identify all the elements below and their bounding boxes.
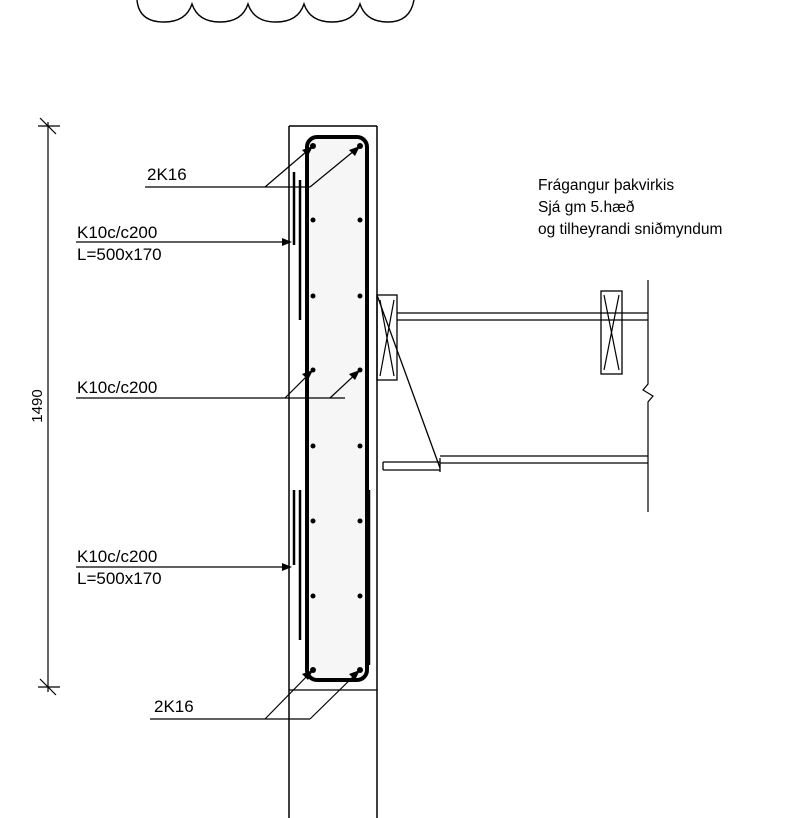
dimension-line [38, 117, 60, 696]
leader-lines [76, 145, 361, 720]
support-block [600, 290, 623, 375]
arrowheads [282, 146, 360, 680]
note-line-3: og tilheyrandi sniðmyndum [538, 221, 722, 238]
label-bottom-bars: 2K16 [154, 697, 194, 716]
longitudinal-bars [292, 172, 371, 665]
label-stirrup-mid: K10c/c200 [77, 378, 157, 397]
steel-connection [376, 294, 441, 472]
label-stirrup-bottom: K10c/c200 [77, 547, 157, 566]
roof-beams [397, 312, 648, 464]
dimension-text: 1490 [29, 389, 46, 422]
label-stirrup-top-shape: L=500x170 [77, 245, 162, 264]
label-top-bars: 2K16 [147, 165, 187, 184]
label-stirrup-top: K10c/c200 [77, 223, 157, 242]
break-line [642, 280, 654, 512]
revision-cloud [136, 0, 415, 23]
note-line-1: Frágangur þakvirkis [538, 177, 674, 194]
bar-dots [310, 143, 363, 673]
label-stirrup-bottom-shape: L=500x170 [77, 569, 162, 588]
stirrup-loop [305, 135, 369, 682]
note-line-2: Sjá gm 5.hæð [538, 199, 635, 216]
